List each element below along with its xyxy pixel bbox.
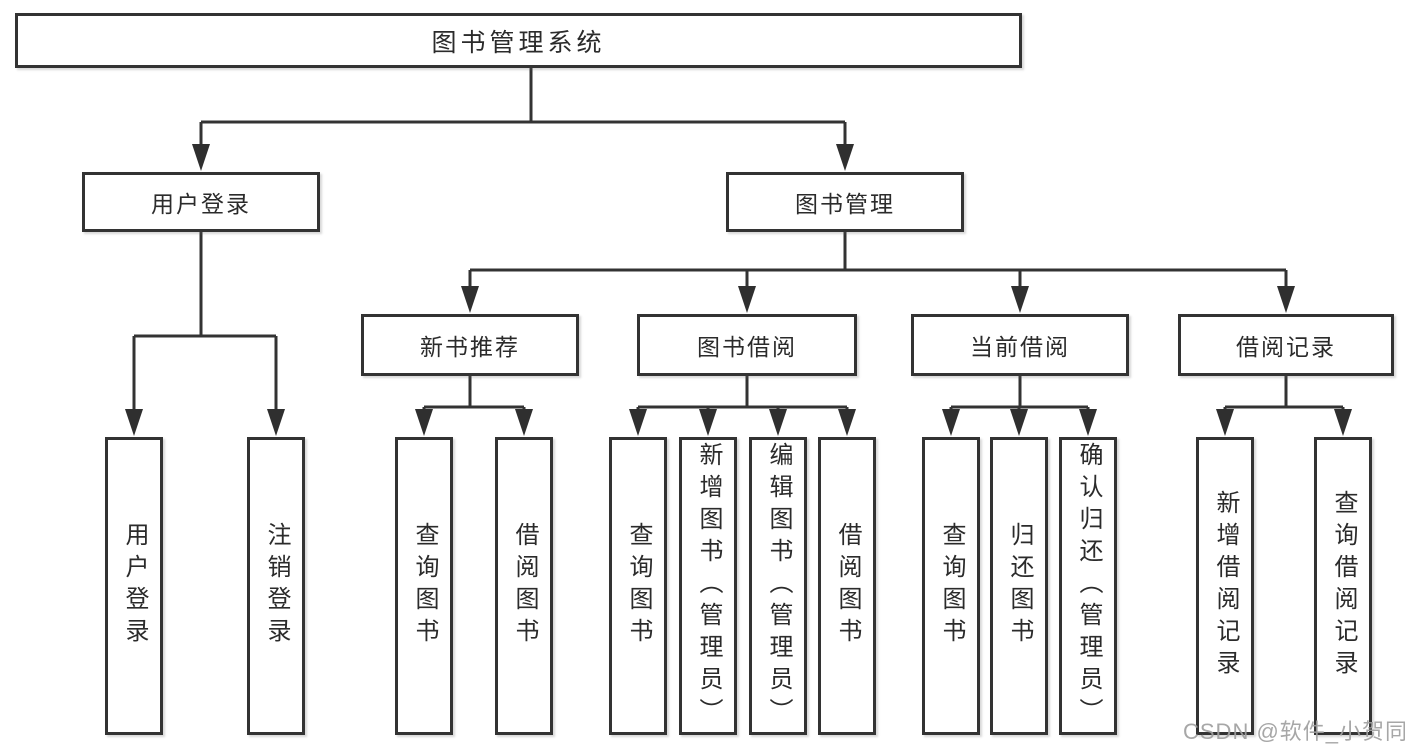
leaf-user-login: 用户登录 xyxy=(105,437,163,735)
connector-current-to-leaves xyxy=(942,376,1097,436)
connector-root-to-level2 xyxy=(192,68,854,171)
leaf-query-books-recommend: 查询图书 xyxy=(395,437,453,735)
node-system-root: 图书管理系统 xyxy=(15,13,1022,68)
leaf-borrow-books-recommend: 借阅图书 xyxy=(495,437,553,735)
leaf-query-books-current: 查询图书 xyxy=(922,437,980,735)
leaf-edit-books-admin: 编辑图书（管理员） xyxy=(749,437,807,735)
connector-bookmgmt-to-level3 xyxy=(461,232,1295,313)
connector-records-to-leaves xyxy=(1216,376,1352,436)
node-user-login: 用户登录 xyxy=(82,172,320,232)
leaf-logout: 注销登录 xyxy=(247,437,305,735)
connector-newbook-to-leaves xyxy=(415,376,533,436)
csdn-watermark: CSDN @软件_小贺同学 xyxy=(1183,719,1405,744)
leaf-return-books: 归还图书 xyxy=(990,437,1048,735)
node-book-borrowing: 图书借阅 xyxy=(637,314,857,376)
node-borrowing-records: 借阅记录 xyxy=(1178,314,1394,376)
leaf-confirm-return-admin: 确认归还（管理员） xyxy=(1059,437,1117,735)
connector-borrow-to-leaves xyxy=(629,376,856,436)
leaf-add-borrow-record: 新增借阅记录 xyxy=(1196,437,1254,735)
leaf-add-books-admin: 新增图书（管理员） xyxy=(679,437,737,735)
node-book-management: 图书管理 xyxy=(726,172,964,232)
connector-userlogin-to-leaves xyxy=(125,232,285,436)
node-new-book-recommendation: 新书推荐 xyxy=(361,314,579,376)
leaf-query-books-borrow: 查询图书 xyxy=(609,437,667,735)
leaf-query-borrow-record: 查询借阅记录 xyxy=(1314,437,1372,735)
node-current-borrowing: 当前借阅 xyxy=(911,314,1129,376)
leaf-borrow-books: 借阅图书 xyxy=(818,437,876,735)
